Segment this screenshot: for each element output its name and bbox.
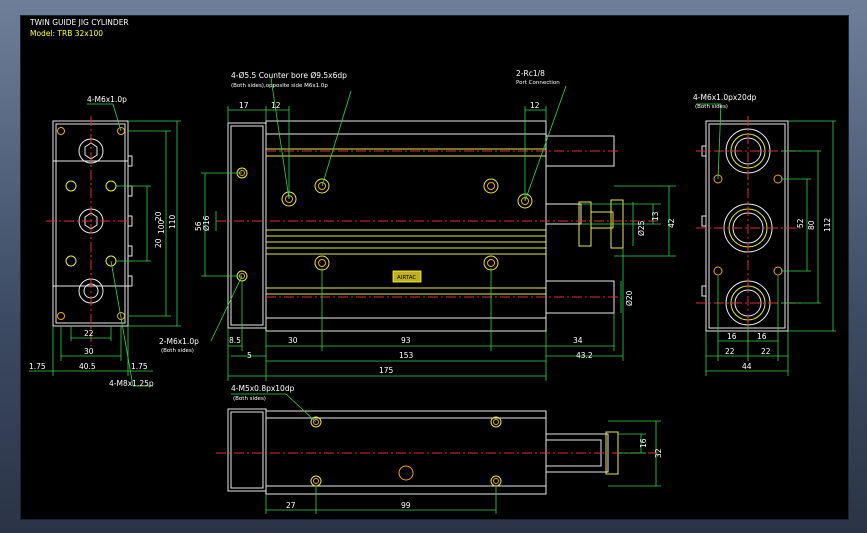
- dim-13: 13: [651, 211, 660, 221]
- dim-12b: 12: [530, 101, 540, 110]
- callout-port-sub: Port Connection: [516, 80, 560, 86]
- callout-front-holes: 4-Ø5.5 Counter bore Ø9.5x6dp: [231, 71, 347, 80]
- dim-30b: 30: [84, 347, 94, 356]
- dim-27: 27: [286, 501, 296, 510]
- drawing-title: TWIN GUIDE JIG CYLINDER: [29, 18, 129, 27]
- right-end-view: [696, 103, 836, 376]
- dim-8-5: 8.5: [229, 336, 241, 345]
- dim-99: 99: [401, 501, 411, 510]
- bottom-view: [216, 393, 661, 514]
- dim-56: 56: [194, 221, 203, 231]
- dim-1-75-left: 1.75: [29, 362, 46, 371]
- dim-17: 17: [239, 101, 249, 110]
- dim-22b: 22: [725, 347, 735, 356]
- technical-drawing: TWIN GUIDE JIG CYLINDER Model: TRB 32x10…: [29, 18, 836, 514]
- dim-16c: 16: [757, 332, 767, 341]
- dim-22c: 22: [761, 347, 771, 356]
- dim-34: 34: [573, 336, 583, 345]
- callout-left-bottom: 4-M8x1.25p: [109, 379, 154, 388]
- dim-52: 52: [796, 218, 805, 228]
- dim-phi25: Ø25: [637, 220, 646, 236]
- logo-plate-text: AIRTAC: [397, 275, 416, 281]
- front-view: [201, 77, 676, 381]
- dim-12a: 12: [271, 101, 281, 110]
- dim-100: 100: [157, 219, 166, 234]
- callout-left-mid-sub: (Both sides): [161, 348, 194, 354]
- dim-32: 32: [654, 448, 663, 458]
- left-end-view: [29, 103, 181, 387]
- dim-phi20: Ø20: [625, 290, 634, 306]
- dim-80: 80: [807, 220, 816, 230]
- dim-110: 110: [168, 214, 177, 229]
- callout-bottom-holes-sub: (Both sides): [233, 396, 266, 402]
- dim-42: 42: [667, 218, 676, 228]
- dim-153: 153: [399, 351, 414, 360]
- callout-left-mid: 2-M6x1.0p: [159, 337, 199, 346]
- dim-40-5: 40.5: [79, 362, 96, 371]
- dim-44: 44: [742, 362, 752, 371]
- dim-1-75-right: 1.75: [131, 362, 148, 371]
- dim-30a: 30: [288, 336, 298, 345]
- callout-bottom-holes: 4-M5x0.8px10dp: [231, 384, 295, 393]
- dim-phi16: Ø16: [202, 215, 211, 231]
- dim-16b: 16: [727, 332, 737, 341]
- callout-front-holes-sub: (Both sides),opposite side M6x1.0p: [231, 83, 328, 89]
- callout-right-top-sub: (Both sides): [695, 104, 728, 110]
- dim-43-2: 43.2: [576, 351, 593, 360]
- drawing-model: Model: TRB 32x100: [30, 29, 103, 38]
- dim-22a: 22: [84, 329, 94, 338]
- dim-20a: 20: [154, 211, 163, 221]
- dim-112: 112: [823, 217, 832, 232]
- dim-93: 93: [401, 336, 411, 345]
- drawing-canvas[interactable]: TWIN GUIDE JIG CYLINDER Model: TRB 32x10…: [20, 15, 849, 520]
- dim-5: 5: [247, 351, 252, 360]
- dim-175: 175: [379, 366, 394, 375]
- callout-left-top: 4-M6x1.0p: [87, 95, 127, 104]
- callout-right-top: 4-M6x1.0px20dp: [693, 93, 757, 102]
- dim-20b: 20: [154, 238, 163, 248]
- dim-16d: 16: [639, 438, 648, 448]
- callout-port: 2-Rc1/8: [516, 69, 545, 78]
